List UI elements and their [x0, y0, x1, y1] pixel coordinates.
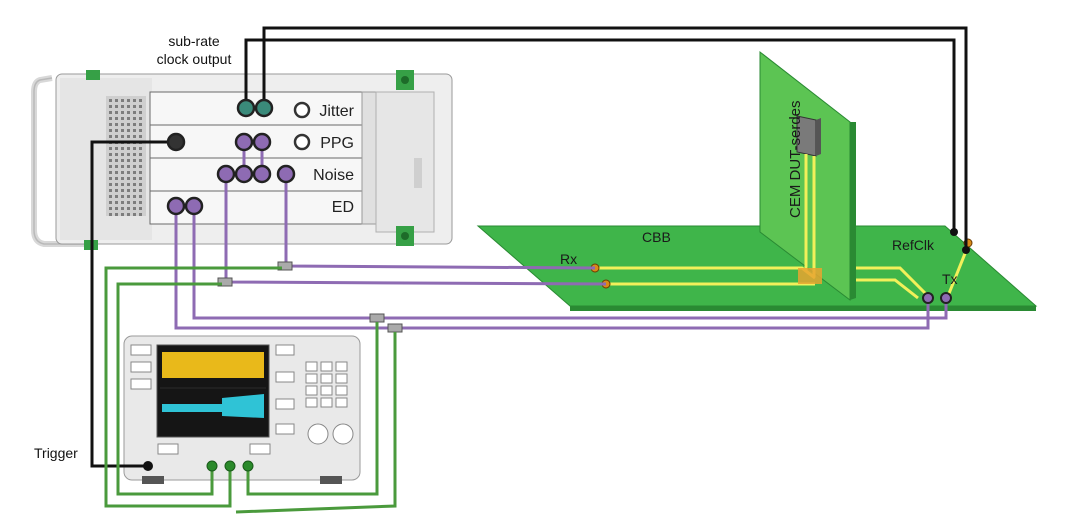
tx-label: Tx	[942, 271, 958, 287]
keypad-key	[320, 397, 333, 408]
scope-channel-inputs	[206, 460, 254, 472]
module-label-ed: ED	[332, 199, 354, 216]
keypad-key	[305, 397, 318, 408]
vent-grille	[106, 96, 146, 216]
keypad-key	[335, 385, 348, 396]
scope-trace-cyan	[162, 394, 264, 418]
bert-chassis	[31, 70, 453, 250]
annotation-clock-output: clock output	[157, 51, 232, 67]
cem-dut-label: CEM DUT-serdes	[787, 100, 804, 218]
keypad-key	[320, 385, 333, 396]
module-label-noise: Noise	[313, 167, 354, 184]
oscilloscope	[123, 335, 361, 484]
scope-keypad	[305, 361, 348, 408]
annotation-trigger: Trigger	[34, 445, 78, 461]
module-connectors	[166, 98, 296, 216]
green-cables	[104, 266, 397, 514]
annotation-sub-rate: sub-rate	[168, 33, 220, 49]
keypad-key	[305, 373, 318, 384]
rx-label: Rx	[560, 251, 577, 267]
keypad-key	[305, 385, 318, 396]
refclk-label: RefClk	[892, 237, 935, 253]
keypad-key	[320, 373, 333, 384]
scope-trace-yellow	[162, 352, 264, 378]
module-label-jitter: Jitter	[319, 103, 354, 120]
black-cables	[90, 26, 968, 468]
module-label-ppg: PPG	[320, 135, 354, 152]
cem-dut-board	[759, 50, 856, 302]
keypad-key	[335, 361, 348, 372]
keypad-key	[335, 397, 348, 408]
purple-cable-connectors	[217, 261, 403, 333]
tx-connectors	[922, 292, 952, 304]
cbb-label: CBB	[642, 229, 671, 245]
keypad-key	[305, 361, 318, 372]
keypad-key	[320, 361, 333, 372]
keypad-key	[335, 373, 348, 384]
black-cable-ends	[950, 228, 970, 254]
